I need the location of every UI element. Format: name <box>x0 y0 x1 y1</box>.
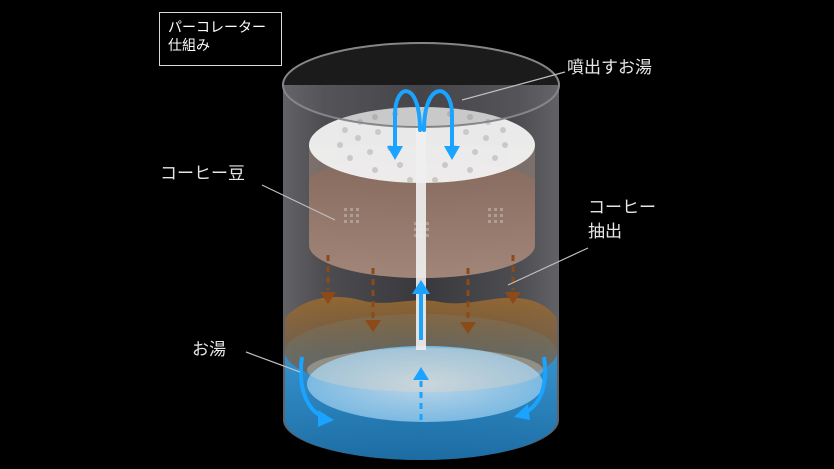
water-up-arrowhead <box>413 367 429 380</box>
label-coffee-beans: コーヒー豆 <box>160 164 245 184</box>
leader-spray <box>461 71 566 101</box>
circulation-arrowhead-left <box>318 410 334 427</box>
drip-arrowheads <box>320 292 521 334</box>
spray-arrows <box>393 89 454 152</box>
circulation-arrowhead-right <box>514 404 530 420</box>
title-line-1: パーコレーター <box>168 20 266 36</box>
bottom-plate <box>307 346 543 422</box>
bottom-plate-highlight <box>307 348 543 392</box>
label-hot-water: お湯 <box>192 340 226 360</box>
leader-extraction <box>507 247 589 286</box>
tube-up-arrowhead <box>412 280 430 294</box>
label-spray-water: 噴出すお湯 <box>567 58 652 78</box>
leader-hot-water <box>245 351 301 373</box>
spray-arrowhead-left <box>387 146 403 160</box>
label-extraction-line-2: 抽出 <box>588 222 622 242</box>
cylinder-top-fill <box>283 43 559 127</box>
leader-beans <box>261 184 336 221</box>
diagram-title-box: パーコレーター 仕組み <box>159 12 282 66</box>
title-line-2: 仕組み <box>168 38 210 54</box>
spray-arrowhead-right <box>444 146 460 160</box>
central-tube <box>416 110 426 350</box>
drip-arrows <box>326 255 515 322</box>
label-extraction-line-1: コーヒー <box>588 198 656 218</box>
basket-grid-right <box>488 208 503 223</box>
basket-grid-left <box>344 208 359 223</box>
